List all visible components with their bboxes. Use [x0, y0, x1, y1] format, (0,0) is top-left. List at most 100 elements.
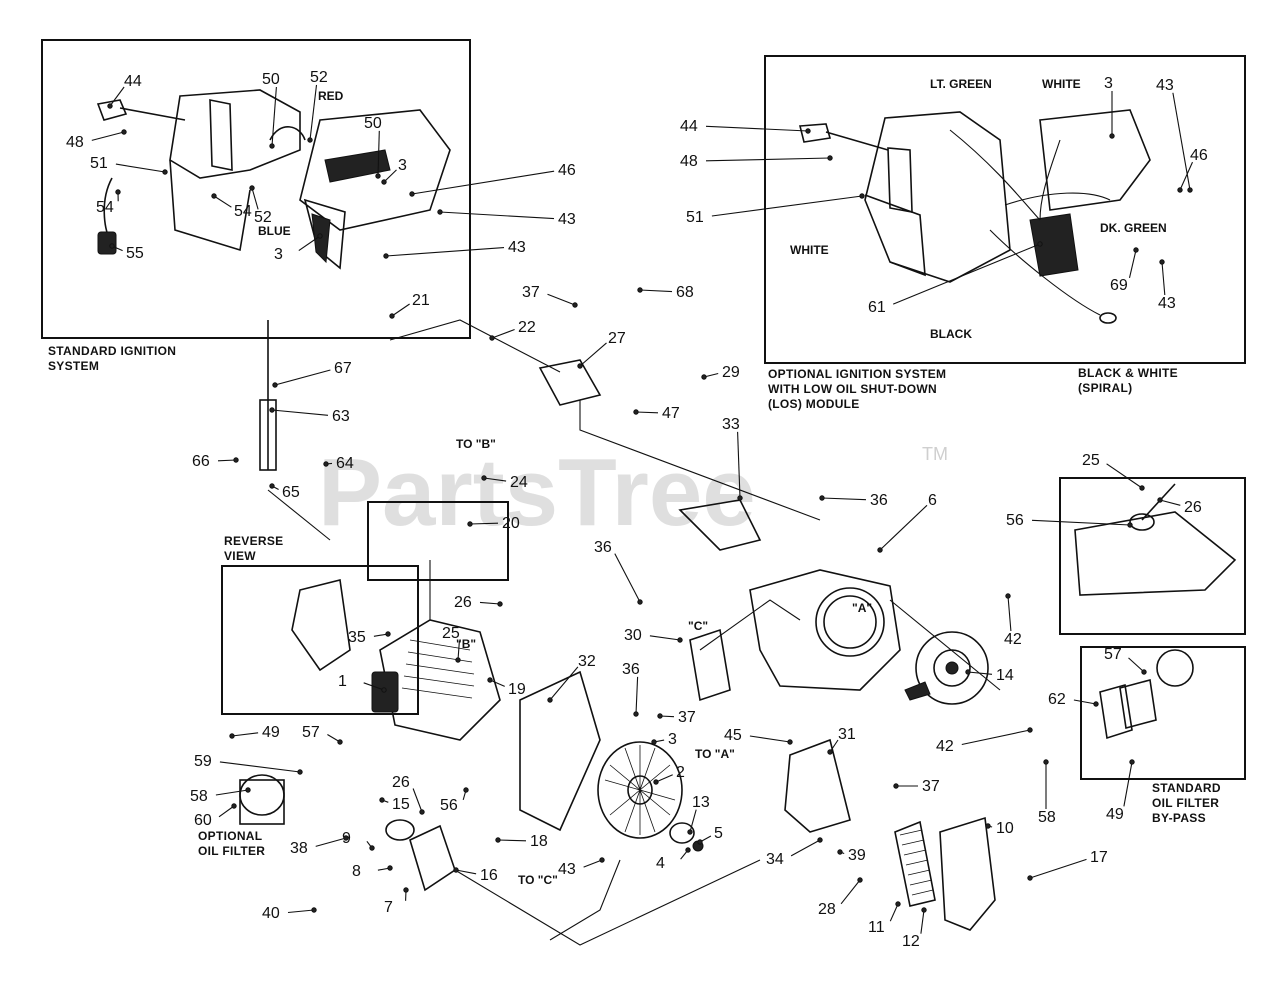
optional-ignition-caption: OPTIONAL IGNITION SYSTEM [768, 367, 946, 381]
optional-ignition-inset [764, 55, 1246, 364]
callout-number: 43 [558, 861, 576, 878]
callout-target-dot [1027, 727, 1033, 733]
callout-46: 46 [1177, 147, 1208, 193]
callout-number: 49 [262, 724, 280, 741]
callout-target-dot [317, 233, 323, 239]
wire-white-top-label: WHITE [1042, 77, 1081, 91]
callout-leader [635, 676, 639, 715]
callout-target-dot [343, 835, 349, 841]
callout-target-dot [229, 733, 235, 739]
callout-number: 12 [902, 933, 920, 950]
callout-66: 66 [192, 453, 239, 470]
callout-leader [1123, 761, 1133, 807]
callout-number: 8 [352, 863, 361, 880]
callout-leader [457, 640, 460, 661]
callout-48: 48 [66, 129, 127, 151]
callout-leader [218, 805, 235, 818]
callout-leader [298, 235, 321, 252]
callout-number: 50 [262, 71, 280, 88]
callout-number: 67 [334, 360, 352, 377]
callout-leader [271, 409, 329, 416]
callout-number: 13 [692, 794, 710, 811]
callout-number: 57 [1104, 646, 1122, 663]
optional-ignition-parts [798, 109, 1151, 324]
callout-target-dot [651, 739, 657, 745]
callout-leader [483, 477, 507, 482]
callout-leader [1172, 92, 1191, 191]
callout-number: 49 [1106, 806, 1124, 823]
standard-ignition-inset [41, 39, 471, 339]
callout-target-dot [115, 189, 121, 195]
callout-leader [879, 504, 928, 551]
callout-48: 48 [680, 153, 833, 170]
callout-leader [583, 859, 603, 868]
callout-leader [219, 761, 301, 773]
callout-number: 7 [384, 899, 393, 916]
callout-target-dot [437, 209, 443, 215]
callout-number: 62 [1048, 691, 1066, 708]
callout-target-dot [827, 749, 833, 755]
callout-leader [251, 187, 259, 210]
callout-number: 51 [686, 209, 704, 226]
callout-target-dot [389, 313, 395, 319]
callout-26: 26 [454, 594, 503, 611]
callout-number: 50 [364, 115, 382, 132]
callout-42: 42 [936, 727, 1033, 755]
callout-number: 44 [680, 118, 698, 135]
callout-number: 11 [868, 919, 885, 936]
callout-52: 52 [249, 185, 272, 226]
callout-number: 63 [332, 408, 350, 425]
callout-leader [1161, 261, 1166, 296]
callout-target-dot [107, 103, 113, 109]
governor-detail-inset [367, 501, 509, 581]
callout-leader [1179, 161, 1194, 191]
connector-to-b: TO "B" [456, 437, 496, 451]
callout-1: 1 [338, 673, 387, 693]
callout-target-dot [687, 829, 693, 835]
callout-leader [391, 303, 410, 317]
callout-number: 65 [282, 484, 300, 501]
callout-number: 66 [192, 453, 210, 470]
callout-number: 59 [194, 753, 212, 770]
callout-8: 8 [352, 863, 393, 880]
callout-leader [479, 601, 501, 605]
callout-target-dot [1093, 701, 1099, 707]
callout-number: 17 [1090, 849, 1108, 866]
callout-number: 36 [594, 539, 612, 556]
callout-number: 33 [722, 416, 740, 433]
callout-target-dot [1127, 522, 1133, 528]
standard-ignition-labels: STANDARD IGNITION SYSTEM RED BLUE [48, 89, 344, 373]
callout-leader [115, 163, 166, 173]
callout-69: 69 [1110, 247, 1139, 294]
callout-42: 42 [1004, 593, 1022, 648]
callout-number: 46 [558, 162, 576, 179]
callout-37: 37 [522, 284, 578, 308]
callout-target-dot [387, 865, 393, 871]
callout-40: 40 [262, 905, 317, 922]
callout-leader [967, 671, 993, 675]
callout-target-dot [837, 849, 843, 855]
callout-26: 26 [1157, 497, 1202, 516]
callout-number: 58 [1038, 809, 1056, 826]
callout-number: 38 [290, 840, 308, 857]
callout-21: 21 [389, 292, 430, 319]
callout-leader [920, 909, 925, 934]
callout-leader [412, 788, 423, 813]
callout-14: 14 [965, 667, 1014, 684]
callout-25: 25 [1082, 452, 1145, 491]
callout-leader [1159, 499, 1181, 506]
callout-number: 29 [722, 364, 740, 381]
callout-number: 60 [194, 812, 212, 829]
callout-target-dot [297, 769, 303, 775]
callout-number: 3 [668, 731, 677, 748]
callout-number: 21 [412, 292, 430, 309]
oil-filter-bypass-inset [1080, 646, 1246, 780]
callout-number: 54 [96, 199, 114, 216]
callout-68: 68 [637, 284, 694, 301]
callout-33: 33 [722, 416, 743, 501]
callout-51: 51 [686, 193, 865, 226]
callout-7: 7 [384, 887, 409, 916]
callout-target-dot [307, 137, 313, 143]
callout-number: 58 [190, 788, 208, 805]
